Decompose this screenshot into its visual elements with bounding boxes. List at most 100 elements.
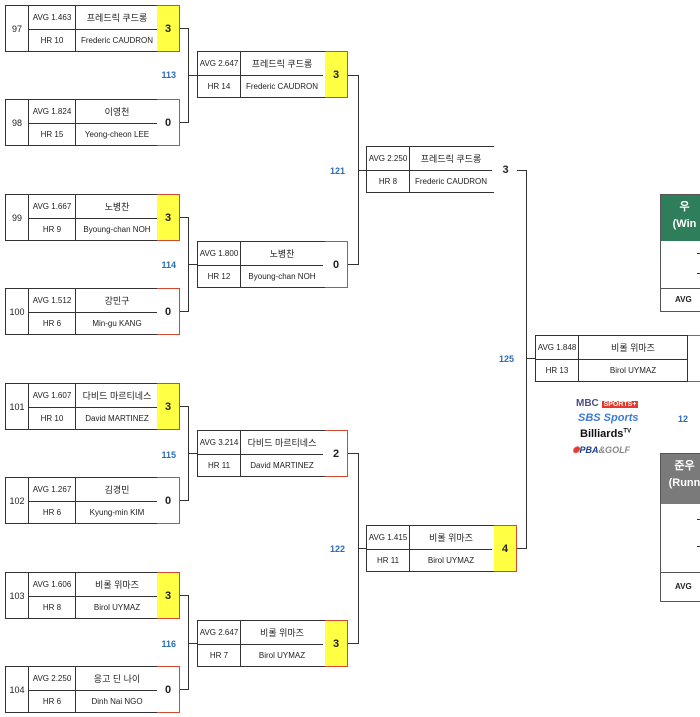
player-box: 99 AVG 1.667 HR 9 노병찬 Byoung-chan NOH — [5, 194, 180, 241]
player-name-kor: 비롤 위마즈 — [76, 573, 158, 597]
score-box: 3 — [157, 572, 180, 619]
match-number: 103 — [6, 573, 29, 618]
connector — [180, 28, 188, 29]
player-name-kor: 이영천 — [76, 100, 158, 124]
player-hr: HR 14 — [198, 75, 241, 97]
sbs-sports-logo: SBS Sports — [578, 412, 639, 424]
player-hr: HR 11 — [198, 454, 241, 476]
winner-panel: 우 (Win AVG — [660, 194, 700, 312]
score-box: 4 — [494, 525, 517, 572]
pba-wordmark: PBA — [579, 445, 599, 455]
connector — [517, 170, 526, 171]
player-hr: HR 7 — [198, 644, 241, 666]
player-box: AVG 2.250 HR 8 프레드릭 쿠드롱 Frederic CAUDRON — [366, 146, 517, 193]
winner-dash-2 — [697, 273, 700, 274]
match-number: 101 — [6, 384, 29, 429]
connector — [180, 689, 188, 690]
player-name-kor: 강민구 — [76, 289, 158, 313]
billiards-tv-logo: BilliardsTV — [580, 428, 631, 440]
match-number: 100 — [6, 289, 29, 334]
runner-up-panel-header: 준우 (Runn — [661, 454, 700, 504]
score-box: 0 — [157, 477, 180, 524]
player-name-eng: Byoung-chan NOH — [83, 224, 151, 234]
connector — [180, 217, 188, 218]
player-name-kor: 프레드릭 쿠드롱 — [241, 52, 323, 76]
connector — [348, 264, 358, 265]
runner-dash-1 — [697, 519, 700, 520]
winner-title-kor: 우 — [679, 201, 690, 213]
runner-title-eng: (Runn — [668, 477, 700, 489]
player-box: AVG 1.800 HR 12 노병찬 Byoung-chan NOH — [197, 241, 348, 288]
winner-title-eng: (Win — [672, 218, 697, 230]
player-name-kor: 김경민 — [76, 478, 158, 502]
match-number: 104 — [6, 667, 29, 712]
mbc-wordmark: MBC — [576, 398, 599, 409]
player-avg: AVG 1.606 — [29, 573, 76, 597]
score-box: 3 — [325, 51, 348, 98]
runner-title-kor: 준우 — [674, 460, 695, 472]
player-hr: HR 8 — [367, 170, 410, 192]
connector — [526, 358, 535, 359]
player-avg: AVG 1.800 — [198, 242, 241, 266]
match-number-113: 113 — [161, 70, 176, 80]
player-avg: AVG 1.463 — [29, 6, 76, 30]
player-name-eng: Frederic CAUDRON — [80, 35, 153, 45]
player-name-kor: 비롤 위마즈 — [241, 621, 323, 645]
player-box: 104 AVG 2.250 HR 6 응고 딘 나이 Dinh Nai NGO — [5, 666, 180, 713]
player-name-eng: Kyung-min KIM — [89, 507, 145, 517]
player-name-kor: 비롤 위마즈 — [579, 336, 687, 360]
player-hr: HR 10 — [29, 407, 76, 429]
player-hr: HR 6 — [29, 312, 76, 334]
match-number-116: 116 — [161, 639, 176, 649]
player-hr: HR 12 — [198, 265, 241, 287]
player-box: 98 AVG 1.824 HR 15 이영천 Yeong-cheon LEE — [5, 99, 180, 146]
match-number: 102 — [6, 478, 29, 523]
player-hr: HR 10 — [29, 29, 76, 51]
connector — [188, 453, 197, 454]
connector — [358, 548, 366, 549]
billiards-wordmark: Billiards — [580, 428, 624, 440]
connector — [188, 264, 197, 265]
peacock-icon: ✺ — [572, 445, 580, 455]
player-avg: AVG 1.848 — [536, 336, 579, 360]
player-name-kor: 노병찬 — [76, 195, 158, 219]
player-hr: HR 6 — [29, 690, 76, 712]
connector — [188, 75, 197, 76]
score-box: 3 — [325, 620, 348, 667]
match-number-125: 125 — [498, 354, 514, 364]
golf-wordmark: &GOLF — [598, 445, 631, 455]
player-avg: AVG 1.415 — [367, 526, 410, 550]
connector — [180, 500, 188, 501]
pba-golf-logo: ✺PBA&GOLF — [572, 445, 630, 456]
winner-panel-header: 우 (Win — [661, 195, 700, 241]
match-number-121: 121 — [329, 166, 345, 176]
player-hr: HR 11 — [367, 549, 410, 571]
connector — [188, 643, 197, 644]
player-name-eng: Birol UYMAZ — [427, 555, 475, 565]
score-box: 0 — [157, 288, 180, 335]
player-name-eng: Frederic CAUDRON — [414, 176, 487, 186]
player-name-kor: 프레드릭 쿠드롱 — [76, 6, 158, 30]
player-name-eng: David MARTINEZ — [85, 413, 149, 423]
score-box: 3 — [494, 146, 517, 193]
score-box: 0 — [157, 666, 180, 713]
winner-dash-1 — [697, 253, 700, 254]
player-name-eng: Dinh Nai NGO — [91, 696, 143, 706]
player-avg: AVG 2.647 — [198, 52, 241, 76]
match-number-122: 122 — [329, 544, 345, 554]
match-number: 98 — [6, 100, 29, 145]
player-name-eng: Yeong-cheon LEE — [84, 129, 150, 139]
player-name-kor: 다비드 마르티네스 — [76, 384, 158, 408]
connector — [348, 643, 358, 644]
player-name-kor: 응고 딘 나이 — [76, 667, 158, 691]
connector — [348, 75, 358, 76]
player-name-eng: Birol UYMAZ — [258, 650, 306, 660]
runner-dash-2 — [697, 546, 700, 547]
player-name-eng: Byoung-chan NOH — [248, 271, 316, 281]
player-avg: AVG 3.214 — [198, 431, 241, 455]
player-avg: AVG 1.824 — [29, 100, 76, 124]
player-name-eng: Frederic CAUDRON — [245, 81, 318, 91]
player-hr: HR 9 — [29, 218, 76, 240]
player-name-kor: 비롤 위마즈 — [410, 526, 492, 550]
score-box: 3 — [157, 5, 180, 52]
